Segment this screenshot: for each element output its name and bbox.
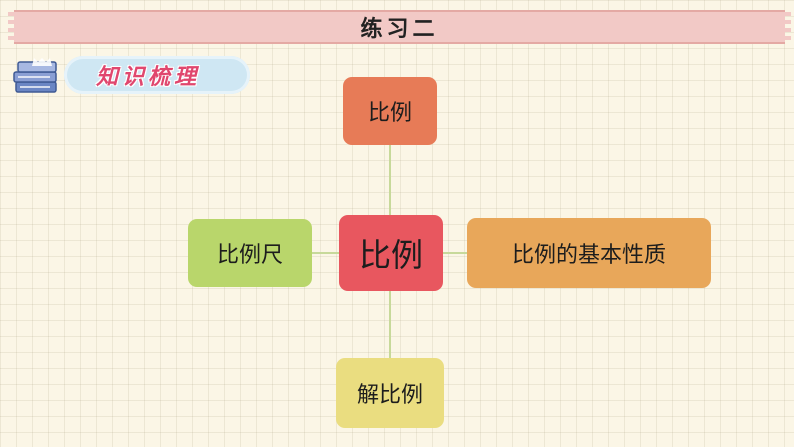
- connector-horizontal-right: [443, 252, 467, 254]
- connector-horizontal-left: [312, 252, 339, 254]
- mindmap-node-center: 比例: [339, 215, 443, 291]
- mindmap-node-bottom: 解比例: [336, 358, 444, 428]
- section-label: 知识梳理: [96, 65, 201, 90]
- section-cloud: 知识梳理: [64, 56, 250, 94]
- node-label: 比例: [367, 101, 412, 126]
- connector-vertical-bottom: [389, 291, 391, 358]
- node-label: 比例尺: [216, 243, 283, 268]
- page-title: 练习二: [360, 17, 439, 42]
- books-icon: [12, 56, 70, 100]
- mindmap-node-left: 比例尺: [188, 219, 312, 287]
- mindmap-node-right: 比例的基本性质: [467, 218, 711, 288]
- node-label: 比例的基本性质: [511, 243, 666, 268]
- title-banner: 练习二: [8, 10, 791, 44]
- section-heading: 知识梳理: [12, 54, 250, 96]
- node-label: 比例: [358, 236, 423, 274]
- connector-vertical-top: [389, 145, 391, 215]
- node-label: 解比例: [356, 383, 423, 408]
- mindmap-node-top: 比例: [343, 77, 437, 145]
